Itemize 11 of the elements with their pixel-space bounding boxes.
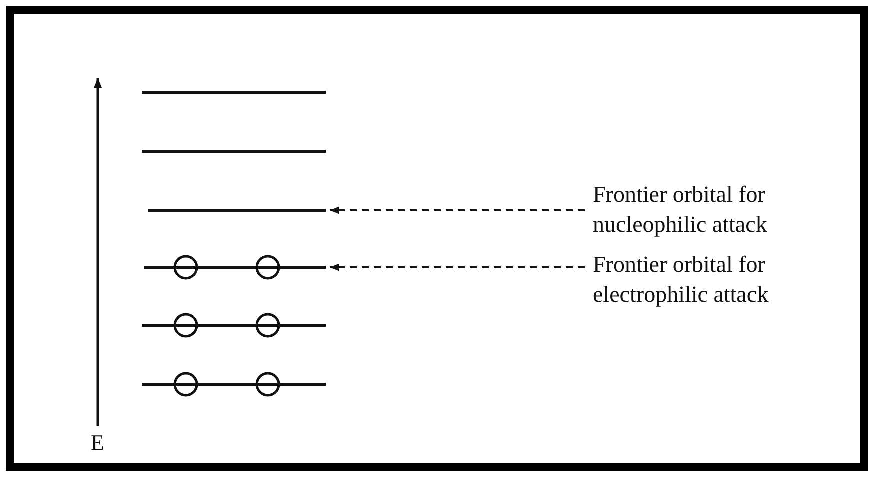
energy-level-line xyxy=(142,383,326,386)
dashed-arrow xyxy=(330,264,585,272)
annotation-text: Frontier orbital for nucleophilic attack xyxy=(593,180,843,240)
energy-level-line xyxy=(142,324,326,327)
energy-level-line xyxy=(142,150,326,153)
energy-level-line xyxy=(144,266,326,269)
energy-level-line xyxy=(142,91,326,94)
energy-level-line xyxy=(148,209,326,212)
annotation-text: Frontier orbital for electrophilic attack xyxy=(593,250,843,310)
dashed-arrow xyxy=(330,206,585,214)
axis-label: E xyxy=(91,430,104,456)
